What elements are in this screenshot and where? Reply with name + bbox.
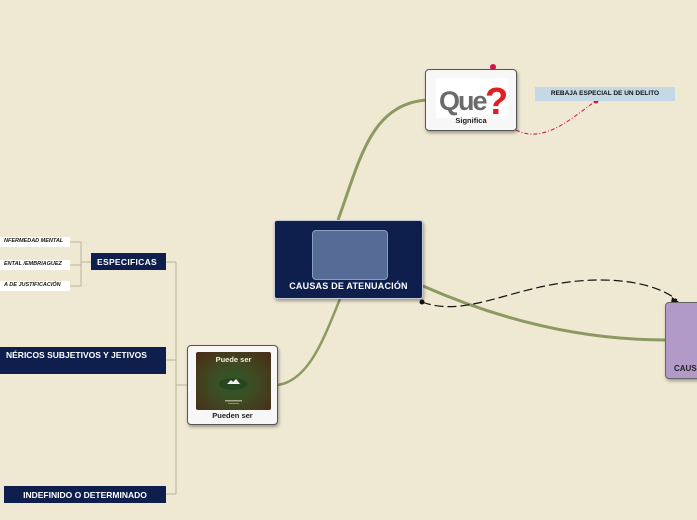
que-node[interactable]: Que ? Significa <box>425 69 517 131</box>
que-question-mark: ? <box>485 81 508 118</box>
que-top-dot <box>490 64 496 70</box>
puede-image-title: Puede ser <box>215 355 252 364</box>
connector-central-to-causas <box>422 284 667 342</box>
branch-genericos-node[interactable]: NÉRICOS SUBJETIVOS Y JETIVOS <box>0 347 166 374</box>
connector-central-to-puede <box>277 298 342 387</box>
que-logo-text: Que <box>439 86 487 116</box>
central-image-placeholder <box>312 230 388 280</box>
que-caption: Significa <box>455 116 487 125</box>
branch-especificas-node[interactable]: ESPECIFICAS <box>91 253 166 270</box>
sub-item-justificacion[interactable]: A DE JUSTIFICACIÓN <box>0 281 70 291</box>
puede-caption: Pueden ser <box>212 411 253 420</box>
definition-label[interactable]: REBAJA ESPECIAL DE UN DELITO <box>535 87 675 101</box>
sub-item-embriaguez[interactable]: ENTAL /EMBRIAGUEZ <box>0 260 70 270</box>
que-logo-icon: Que ? <box>439 81 508 123</box>
arrow-head-icon <box>671 297 679 303</box>
relationship-start-dot <box>419 299 425 305</box>
que-image: Que ? <box>436 78 508 123</box>
relationship-central-to-causas <box>421 279 678 308</box>
central-node[interactable]: CAUSAS DE ATENUACIÓN <box>274 220 423 299</box>
puede-image-art <box>219 378 247 404</box>
causas-label: CAUS <box>674 364 697 373</box>
branch-indefinido-node[interactable]: INDEFINIDO O DETERMINADO <box>4 486 166 503</box>
puede-image: Puede ser <box>196 352 271 410</box>
relationship-que-to-rebaja <box>515 100 597 135</box>
sub-item-enfermedad[interactable]: NFERMEDAD MENTAL <box>0 237 70 247</box>
connector-central-to-que <box>336 98 427 221</box>
central-label: CAUSAS DE ATENUACIÓN <box>289 281 408 291</box>
puede-node[interactable]: Puede ser Pueden ser <box>187 345 278 425</box>
causas-node[interactable]: CAUS <box>665 302 697 379</box>
